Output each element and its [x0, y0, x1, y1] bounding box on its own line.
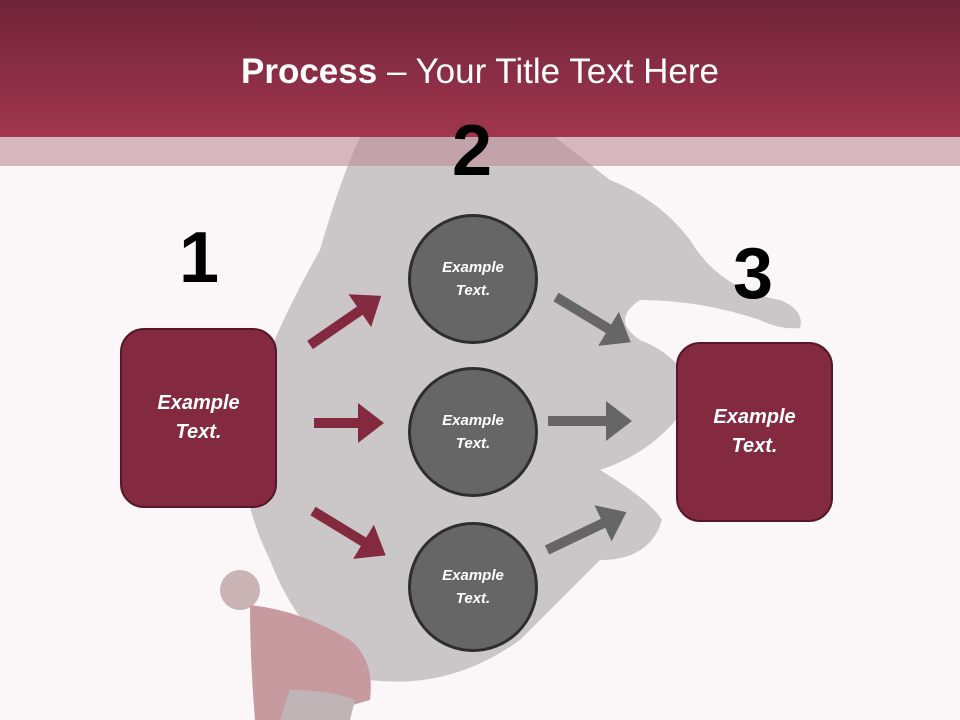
step-1-text: Example Text. — [157, 392, 240, 443]
title-bold: Process — [241, 52, 378, 91]
arrow-2a-to-3 — [553, 292, 631, 346]
step-1-box: Example Text. — [120, 328, 277, 508]
header-translucent-band — [0, 137, 960, 166]
step-2-circle-bottom: Example Text. — [408, 522, 538, 652]
slide-title: Process – Your Title Text Here — [0, 52, 960, 92]
title-header-bar — [0, 0, 960, 137]
arrow-2c-to-3 — [544, 505, 627, 555]
man-figure — [220, 570, 371, 720]
step-number-1: 1 — [178, 218, 220, 298]
circle-top-text: Example Text. — [442, 259, 504, 299]
title-rest: – Your Title Text Here — [377, 52, 719, 91]
circle-bottom-text: Example Text. — [442, 567, 504, 607]
arrow-1-to-2c — [310, 506, 386, 559]
step-number-2: 2 — [451, 111, 493, 191]
step-3-box: Example Text. — [676, 342, 833, 522]
step-number-3: 3 — [732, 234, 774, 314]
circle-middle-text: Example Text. — [442, 412, 504, 452]
step-3-text: Example Text. — [713, 406, 796, 457]
arrow-1-to-2a — [307, 294, 382, 350]
step-2-circle-middle: Example Text. — [408, 367, 538, 497]
step-2-circle-top: Example Text. — [408, 214, 538, 344]
